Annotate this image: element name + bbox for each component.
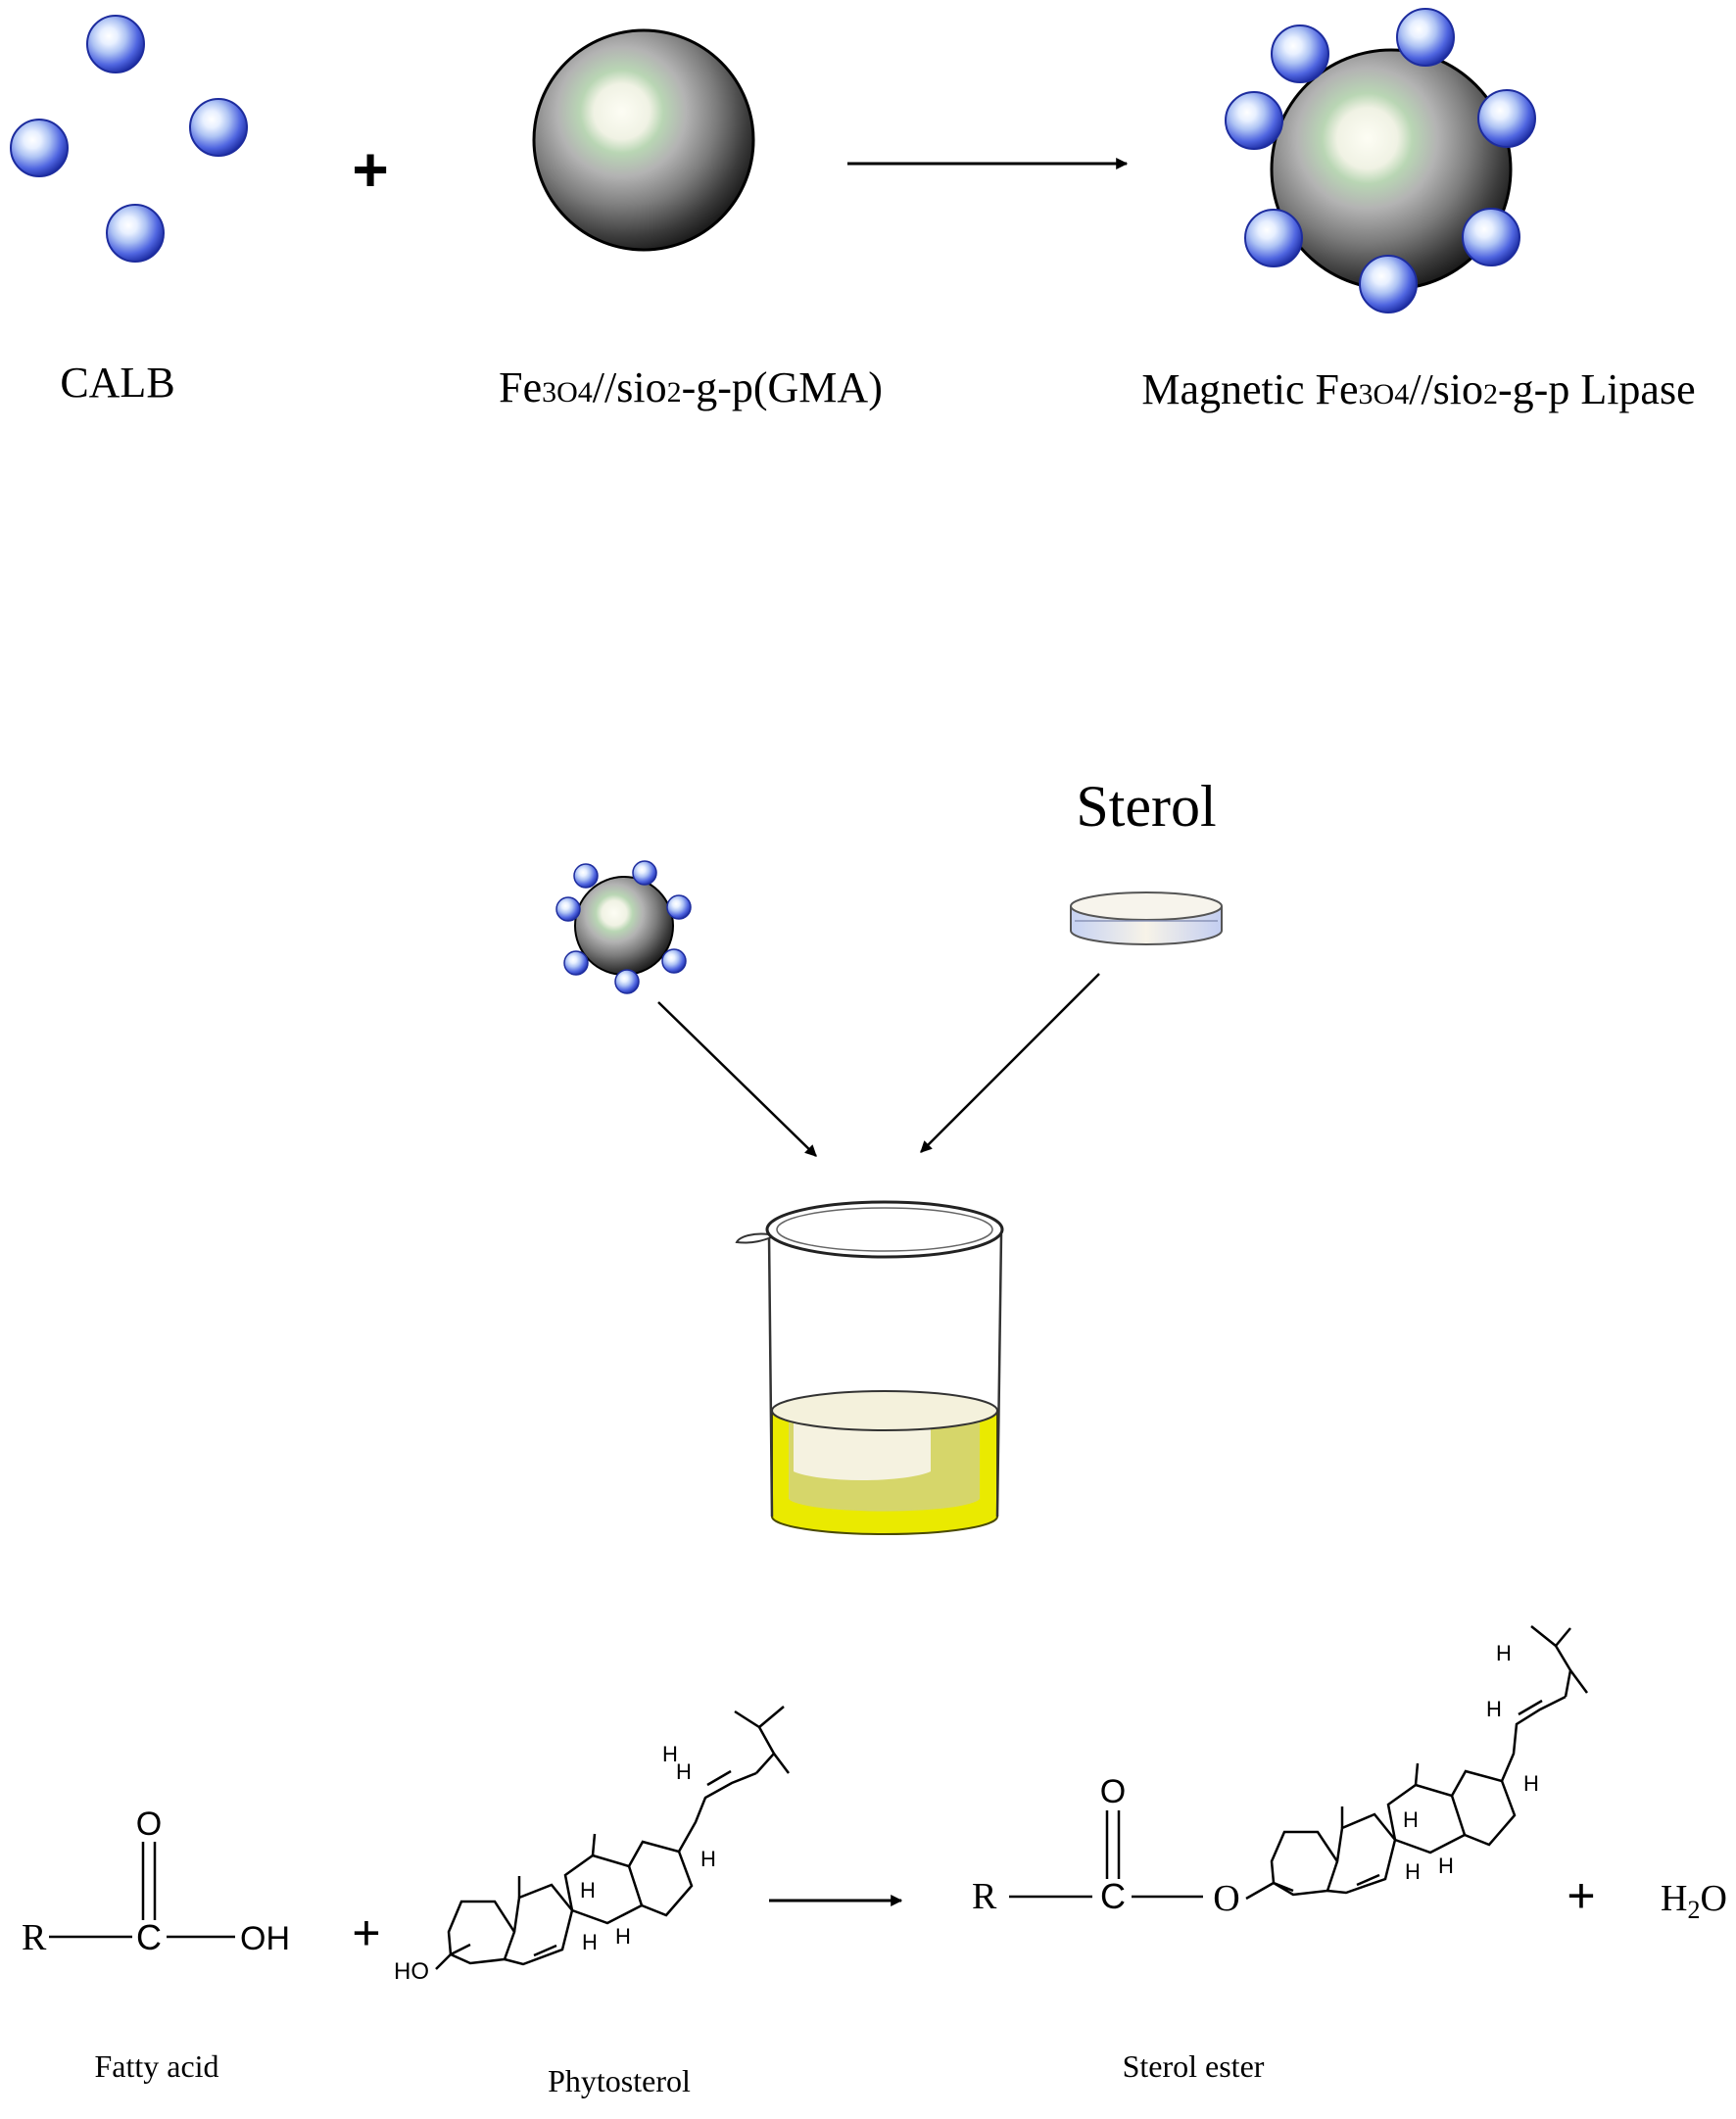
plus-sign-1: + [352, 1905, 380, 1960]
petri-dish-icon [1070, 891, 1223, 945]
svg-text:H: H [1405, 1859, 1421, 1884]
svg-text:H: H [676, 1759, 692, 1784]
enzyme-bead [573, 863, 599, 889]
enzyme-bead [1396, 8, 1455, 67]
svg-text:H: H [1438, 1854, 1454, 1878]
sterol-ester-structure: R C O O H H H H H H Sterol [972, 1625, 1589, 2084]
immobilized-lipase-small [555, 860, 692, 994]
enzyme-bead [666, 894, 692, 920]
enzyme-bead [661, 948, 687, 974]
svg-text:HO: HO [394, 1958, 429, 1985]
enzyme-bead [1462, 208, 1520, 266]
enzyme-bead [1359, 255, 1418, 313]
svg-text:H: H [582, 1930, 598, 1954]
enzyme-bead [1271, 24, 1329, 83]
arrow-sterol-to-beaker [920, 973, 1100, 1153]
atom-c: C [1100, 1876, 1126, 1916]
free-enzymes [10, 15, 248, 263]
sterol-ester-name: Sterol ester [1123, 2048, 1265, 2084]
product-label: Magnetic Fe3O4//sio2-g-p Lipase [1141, 365, 1695, 413]
atom-o: O [1100, 1773, 1126, 1810]
fatty-acid-structure: R C O OH Fatty acid [22, 1806, 290, 2084]
plus-sign-top: + [352, 134, 388, 205]
enzyme-bead [563, 950, 589, 976]
plus-sign-2: + [1567, 1868, 1595, 1923]
atom-r: R [22, 1917, 47, 1958]
atom-o: O [136, 1806, 162, 1843]
enzyme-bead [1244, 209, 1303, 267]
calb-label: CALB [60, 359, 174, 407]
atom-oh: OH [240, 1920, 290, 1957]
svg-text:H: H [615, 1924, 631, 1949]
fatty-acid-name: Fatty acid [94, 2048, 218, 2084]
svg-text:H: H [1403, 1807, 1419, 1832]
svg-text:H: H [1496, 1641, 1512, 1665]
svg-text:H: H [700, 1847, 716, 1871]
sterol-label: Sterol [1076, 774, 1216, 839]
enzyme-bead [555, 896, 581, 922]
enzyme-bead [1225, 91, 1283, 150]
svg-text:H: H [580, 1878, 596, 1902]
immobilized-lipase-particle [1225, 8, 1536, 313]
water-formula: H2O [1661, 1878, 1727, 1924]
enzyme-bead [86, 15, 145, 73]
enzyme-bead [632, 860, 657, 886]
enzyme-bead [106, 204, 165, 263]
svg-text:H: H [1523, 1771, 1539, 1796]
enzyme-bead [189, 98, 248, 157]
atom-r: R [972, 1876, 997, 1917]
svg-text:H: H [1486, 1697, 1502, 1721]
beaker-icon [735, 1200, 1004, 1535]
arrow-enzyme-to-beaker [657, 1001, 817, 1157]
phytosterol-name: Phytosterol [548, 2063, 691, 2098]
magnetic-support-particle [532, 28, 755, 252]
enzyme-bead [10, 119, 69, 177]
phytosterol-structure: HO H H H H H H [394, 1706, 790, 1985]
atom-o-link: O [1213, 1878, 1239, 1919]
support-label: Fe3O4//sio2-g-p(GMA) [499, 363, 883, 411]
enzyme-bead [1477, 89, 1536, 148]
svg-text:H: H [662, 1742, 678, 1766]
atom-c: C [136, 1917, 162, 1957]
enzyme-bead [614, 969, 640, 994]
